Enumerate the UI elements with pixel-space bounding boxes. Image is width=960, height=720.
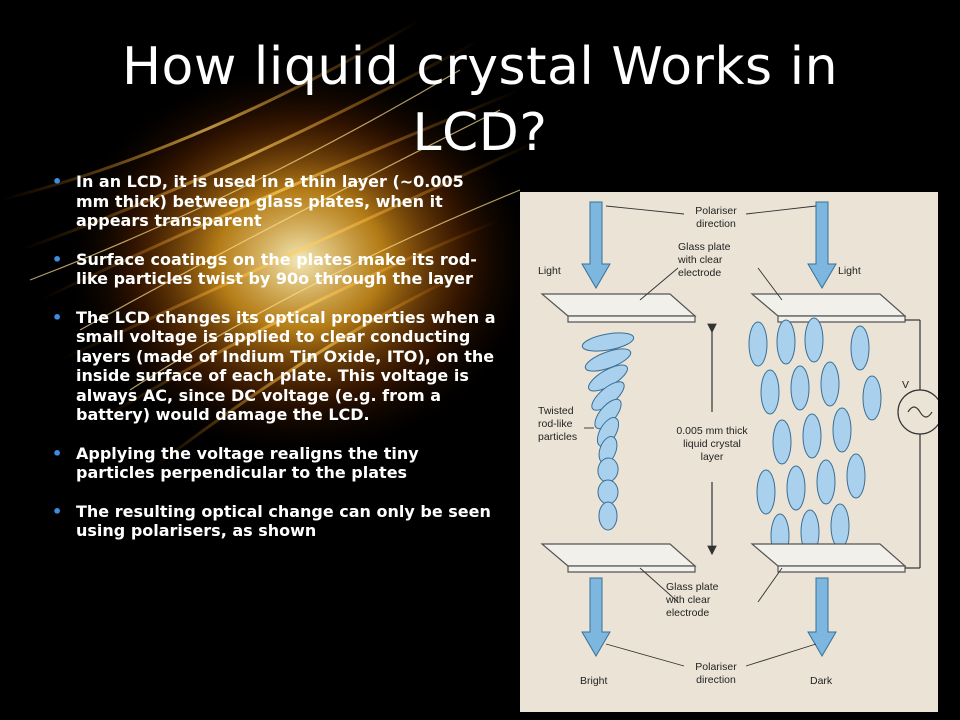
dark-label: Dark (810, 675, 833, 687)
bullet-dot-icon: • (52, 172, 63, 191)
glass-plate-top-left (540, 293, 697, 323)
glass-plate-bottom-left (540, 543, 697, 573)
polariser-top-label-1: Polariser (695, 205, 737, 217)
layer-label-3: layer (701, 451, 724, 463)
glass-bottom-label-2: with clear (665, 594, 711, 606)
glass-top-label-2: with clear (677, 254, 723, 266)
bullet-item: •The LCD changes its optical properties … (52, 307, 496, 425)
light-left-label: Light (538, 265, 561, 277)
voltage-label: V (902, 379, 909, 391)
twisted-label-2: rod-like (538, 418, 573, 430)
output-arrow-right (807, 577, 837, 657)
bullet-dot-icon: • (52, 443, 63, 463)
bullet-dot-icon: • (52, 501, 63, 521)
bright-label: Bright (580, 675, 608, 687)
bullet-dot-icon: • (52, 307, 63, 327)
glass-top-label-3: electrode (678, 267, 721, 279)
glass-bottom-label-3: electrode (666, 607, 709, 619)
lcd-diagram: Polariser direction Light Light Glass pl… (520, 192, 938, 712)
layer-label-1: 0.005 mm thick (676, 425, 748, 437)
polariser-top-label-2: direction (696, 218, 736, 230)
twisted-label-1: Twisted (538, 405, 574, 417)
glass-bottom-label-1: Glass plate (666, 581, 719, 593)
light-arrow-right (807, 201, 837, 289)
aligned-particles (748, 317, 882, 559)
light-arrow-left (581, 201, 611, 289)
twisted-label-3: particles (538, 431, 577, 443)
glass-plate-top-right (750, 293, 907, 323)
glass-plate-bottom-right (750, 543, 907, 573)
polariser-bottom-label-2: direction (696, 674, 736, 686)
bullet-item: •In an LCD, it is used in a thin layer (… (52, 172, 464, 230)
ac-voltage-source-icon (897, 319, 938, 569)
layer-label-2: liquid crystal (683, 438, 741, 450)
slide-title: How liquid crystal Works in LCD? (121, 37, 839, 163)
polariser-bottom-label-1: Polariser (695, 661, 737, 673)
bullet-list: •In an LCD, it is used in a thin layer (… (52, 172, 502, 560)
bullet-item: •Applying the voltage realigns the tiny … (52, 443, 419, 483)
twisted-particles (581, 332, 635, 531)
output-arrow-left (581, 577, 611, 657)
bullet-item: •Surface coatings on the plates make its… (52, 249, 477, 289)
bullet-dot-icon: • (52, 249, 63, 269)
glass-top-label-1: Glass plate (678, 241, 731, 253)
light-right-label: Light (838, 265, 861, 277)
bullet-item: •The resulting optical change can only b… (52, 501, 491, 541)
